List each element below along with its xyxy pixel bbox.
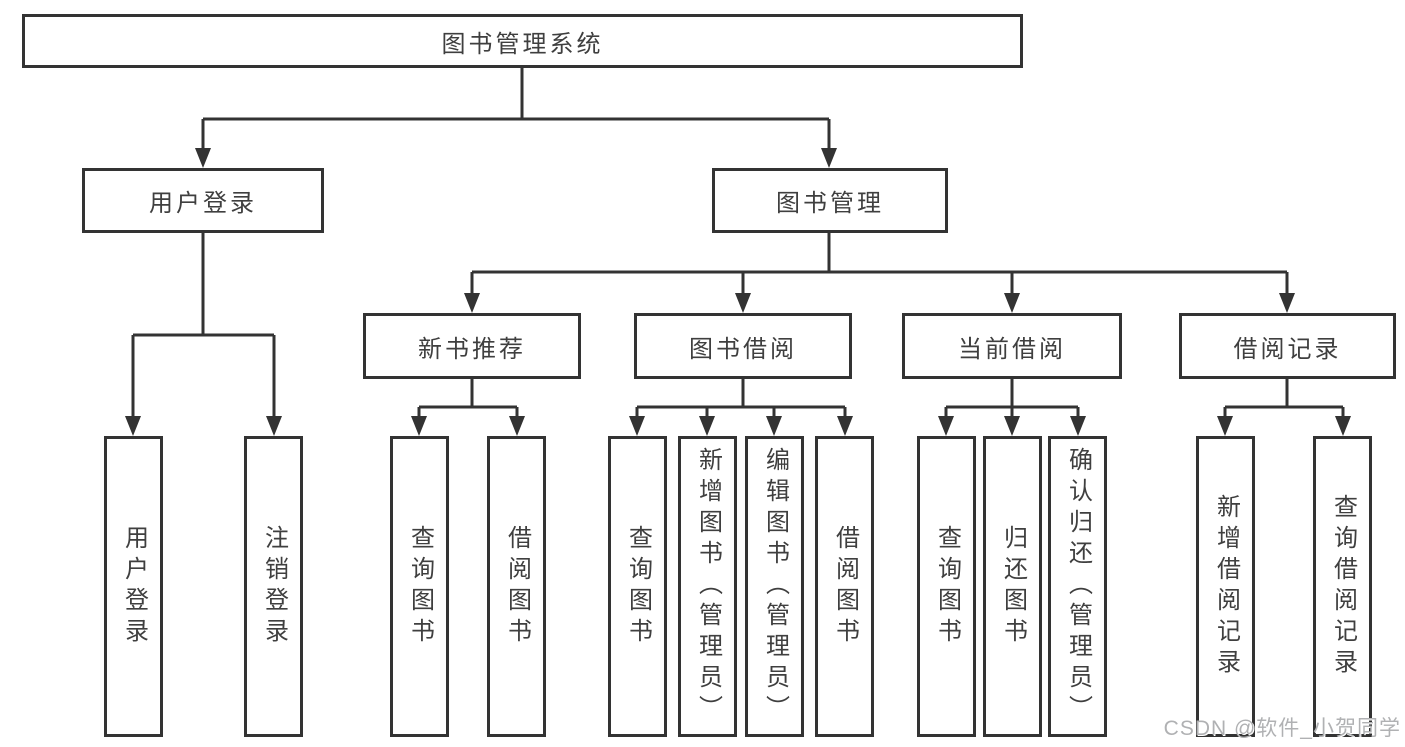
node-leaf-query-books-borrow: 查询图书: [608, 436, 667, 737]
node-label: 当前借阅: [958, 335, 1066, 363]
node-label: 图书借阅: [689, 335, 797, 363]
node-leaf-borrow-books: 借阅图书: [815, 436, 874, 737]
node-label: 借阅图书: [831, 524, 859, 649]
node-label: 新增借阅记录: [1212, 493, 1240, 680]
node-leaf-edit-books-admin: 编辑图书（管理员）: [745, 436, 804, 737]
node-library-management-system: 图书管理系统: [22, 14, 1023, 68]
watermark-text: CSDN @软件_小贺同学: [1163, 717, 1401, 740]
node-label: 查询图书: [933, 524, 961, 649]
node-label: 图书管理系统: [441, 30, 604, 58]
node-label: 查询图书: [624, 524, 652, 649]
node-label: 确认归还（管理员）: [1064, 447, 1092, 726]
node-label: 新书推荐: [418, 335, 526, 363]
node-leaf-add-borrow-record: 新增借阅记录: [1196, 436, 1255, 737]
node-label: 新增图书（管理员）: [694, 447, 722, 726]
node-leaf-user-login: 用户登录: [104, 436, 163, 737]
node-label: 图书管理: [776, 190, 884, 217]
node-label: 借阅图书: [503, 524, 531, 649]
node-book-management: 图书管理: [712, 168, 948, 233]
node-label: 用户登录: [149, 190, 257, 217]
node-leaf-borrow-books-recommend: 借阅图书: [487, 436, 546, 737]
node-label: 查询借阅记录: [1329, 493, 1357, 680]
node-label: 归还图书: [999, 524, 1027, 649]
node-label: 用户登录: [120, 524, 148, 649]
node-leaf-query-books-current: 查询图书: [917, 436, 976, 737]
node-new-book-recommendation: 新书推荐: [363, 313, 581, 379]
node-leaf-return-books: 归还图书: [983, 436, 1042, 737]
node-leaf-add-books-admin: 新增图书（管理员）: [678, 436, 737, 737]
node-label: 借阅记录: [1233, 335, 1342, 363]
node-current-borrowing: 当前借阅: [902, 313, 1122, 379]
node-book-borrowing: 图书借阅: [634, 313, 852, 379]
node-leaf-confirm-return-admin: 确认归还（管理员）: [1048, 436, 1107, 737]
node-user-login: 用户登录: [82, 168, 324, 233]
node-borrowing-records: 借阅记录: [1179, 313, 1396, 379]
node-label: 查询图书: [406, 524, 434, 649]
node-leaf-query-borrow-record: 查询借阅记录: [1313, 436, 1372, 737]
node-label: 注销登录: [260, 524, 288, 649]
node-label: 编辑图书（管理员）: [761, 447, 789, 726]
node-leaf-logout: 注销登录: [244, 436, 303, 737]
node-leaf-query-books-recommend: 查询图书: [390, 436, 449, 737]
